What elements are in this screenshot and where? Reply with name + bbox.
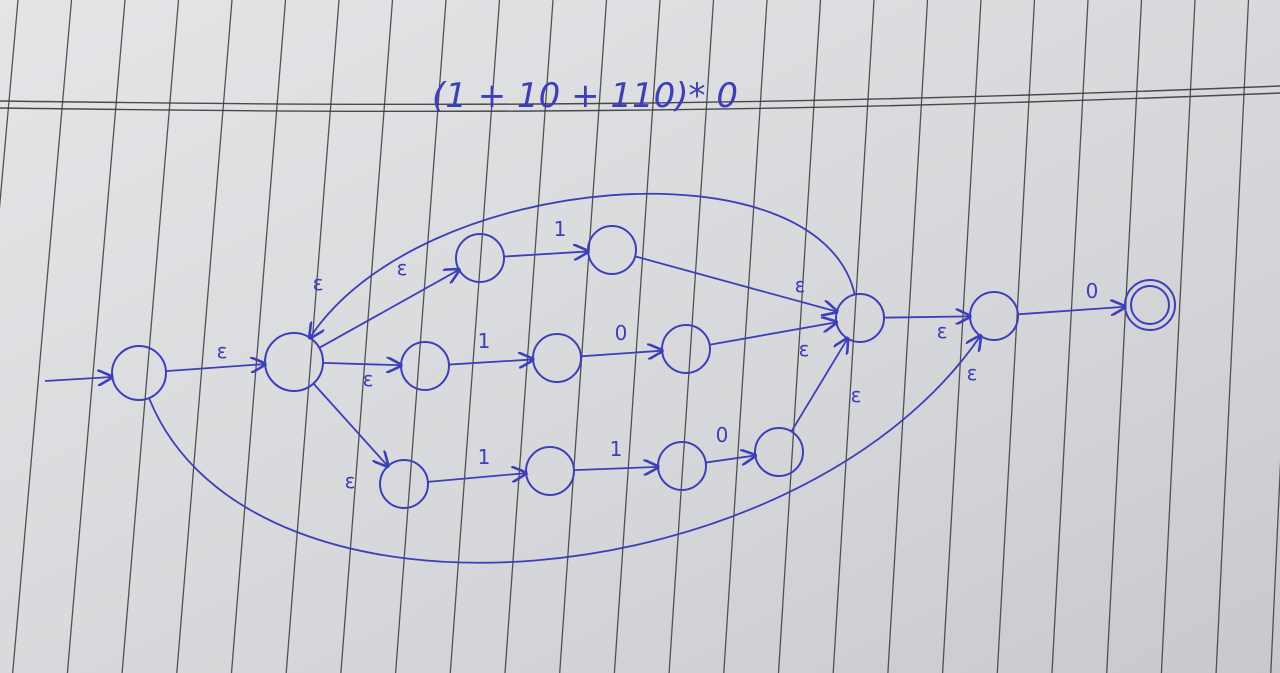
transition-label-q10-q11: ε (851, 383, 862, 407)
ruled-line (941, 0, 982, 673)
state-q4 (400, 341, 450, 391)
state-nodes (111, 225, 1176, 509)
state-q13 (1124, 279, 1176, 331)
ruled-line (121, 0, 180, 673)
ruled-line (1160, 0, 1196, 673)
transition-q0-q12 (148, 336, 980, 564)
transition-label-q6-q11: ε (799, 337, 810, 361)
state-q8 (525, 446, 575, 496)
transition-q7-q8 (427, 473, 526, 483)
state-q2 (455, 233, 505, 283)
ruled-line (230, 0, 287, 673)
state-q10 (754, 427, 804, 477)
ruled-line (449, 0, 501, 673)
ruled-line (613, 0, 661, 673)
state-q7 (379, 459, 429, 509)
transition-label-q1-q7: ε (345, 469, 356, 493)
transition-q1-q2 (318, 270, 459, 349)
transition-label-q1-q4: ε (363, 367, 374, 391)
ruled-line (394, 0, 447, 673)
transition-q10-q11 (790, 339, 847, 432)
state-q9 (657, 441, 707, 491)
transition-label-q7-q8: 1 (478, 445, 491, 469)
ruled-line (668, 0, 715, 673)
ruled-line (996, 0, 1036, 673)
state-q6 (661, 324, 711, 374)
transition-label-q0-q12: ε (967, 361, 978, 385)
transition-q3-q11 (634, 255, 837, 311)
transition-q11-q1 (310, 192, 856, 338)
transition-label-q4-q5: 1 (478, 329, 491, 353)
state-q3 (587, 225, 637, 275)
ruled-line (340, 0, 394, 673)
ruled-line (832, 0, 875, 673)
transition-q12-q13 (1017, 307, 1125, 315)
state-q12 (969, 291, 1019, 341)
transition-q2-q3 (503, 251, 588, 256)
ruled-line (0, 0, 19, 210)
header-double-line (0, 85, 1280, 113)
ruled-line (504, 0, 554, 673)
transition-label-q0-q1: ε (217, 339, 228, 363)
state-q1 (264, 332, 324, 392)
transition-q0-q1 (165, 364, 265, 371)
ruled-line (66, 0, 126, 673)
ruled-line (559, 0, 608, 673)
ruled-line (723, 0, 768, 673)
transition-q1-q4 (322, 363, 401, 365)
state-q11 (835, 293, 885, 343)
transition-label-q2-q3: 1 (554, 217, 567, 241)
ruled-line (1106, 0, 1143, 673)
transition-edges (44, 192, 1125, 564)
transition-q9-q10 (705, 455, 755, 462)
state-q0 (111, 345, 167, 401)
transition-label-q9-q10: 0 (716, 423, 729, 447)
transition-label-q5-q6: 0 (615, 321, 628, 345)
ruled-line (1270, 460, 1280, 673)
ruled-line (1215, 0, 1250, 673)
transition-q1-q7 (312, 382, 388, 467)
transition-q8-q9 (573, 467, 658, 470)
transition-label-q12-q13: 0 (1086, 279, 1099, 303)
start-arrow (44, 377, 112, 381)
transition-label-q11-q12: ε (937, 319, 948, 343)
ruled-line (777, 0, 822, 673)
transition-q5-q6 (580, 351, 662, 357)
transition-label-q8-q9: 1 (610, 437, 623, 461)
transition-q6-q11 (709, 322, 837, 346)
regex-title: (1 + 10 + 110)* 0 (432, 76, 738, 116)
ruled-line (1051, 0, 1089, 673)
ruled-line (176, 0, 233, 673)
transition-label-q11-q1: ε (313, 271, 324, 295)
state-q5 (532, 333, 582, 383)
final-state-inner-ring (1130, 285, 1170, 325)
transition-label-q1-q2: ε (397, 256, 408, 280)
ruled-line (12, 0, 73, 673)
transition-q4-q5 (448, 359, 533, 364)
transition-label-q3-q11: ε (795, 273, 806, 297)
ruled-line (887, 0, 929, 673)
transition-q11-q12 (883, 316, 970, 317)
